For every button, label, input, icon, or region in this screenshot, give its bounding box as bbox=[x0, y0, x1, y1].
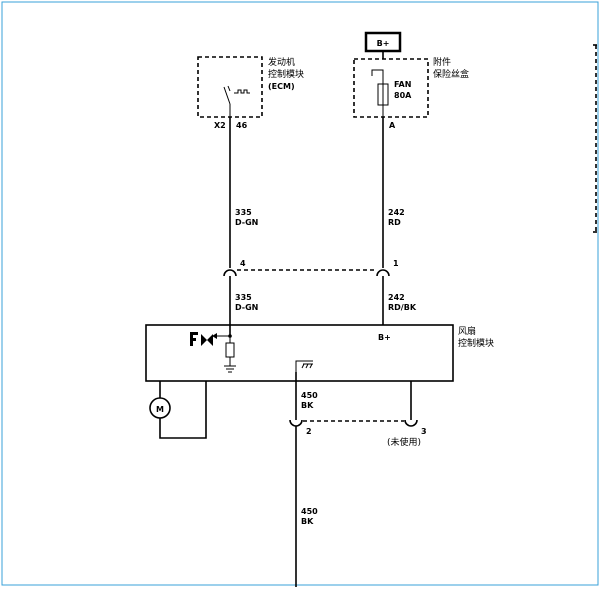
fuse-box-component: B+ FAN 80A 附件 保险丝盒 A bbox=[353, 31, 469, 130]
chassis-ground-line bbox=[295, 360, 313, 372]
fan-module-bplus: B+ bbox=[378, 333, 391, 342]
bus-bar-icon bbox=[371, 69, 384, 84]
upper-connector-pin-left: 4 bbox=[240, 259, 246, 268]
fuse-upper-circuit: 242 bbox=[388, 208, 405, 217]
connector-terminal-left bbox=[223, 269, 237, 277]
ecm-component: 发动机 控制模块 (ECM) X2 46 bbox=[197, 56, 304, 130]
ecm-upper-circuit: 335 bbox=[235, 208, 252, 217]
fan-motor: M bbox=[149, 381, 207, 439]
ecm-name-line3: (ECM) bbox=[268, 82, 295, 91]
fuse-box-name-line2: 保险丝盒 bbox=[433, 68, 469, 80]
lower-terminal-right bbox=[404, 419, 418, 427]
fuse-box-name-line1: 附件 bbox=[433, 56, 451, 68]
motor-return-wire bbox=[159, 381, 207, 439]
ecm-upper-color: D-GN bbox=[235, 218, 258, 227]
signal-arrow-icon bbox=[212, 333, 217, 339]
fan-module-name-line1: 风扇 bbox=[458, 325, 476, 337]
ground-lower-color: BK bbox=[301, 517, 314, 526]
fuse-name: FAN bbox=[394, 80, 411, 89]
ecm-name-line2: 控制模块 bbox=[268, 68, 304, 80]
upper-inline-connector: 4 1 bbox=[223, 259, 399, 277]
internal-ground-icon bbox=[224, 365, 236, 373]
fan-control-module: 风扇 控制模块 B+ bbox=[145, 324, 494, 382]
lower-terminal-left bbox=[289, 419, 303, 427]
ecm-pin: 46 bbox=[236, 121, 248, 130]
ground-lower-circuit: 450 bbox=[301, 507, 318, 516]
upper-connector-pin-right: 1 bbox=[393, 259, 399, 268]
fan-icon bbox=[190, 332, 213, 346]
lower-connector-pin-left: 2 bbox=[306, 427, 312, 436]
fuse-upper-color: RD bbox=[388, 218, 401, 227]
lower-inline-connector: 2 3 (未使用) bbox=[289, 419, 427, 448]
ecm-lower-circuit: 335 bbox=[235, 293, 252, 302]
fuse-box-outline bbox=[353, 58, 429, 118]
ecm-lower-color: D-GN bbox=[235, 303, 258, 312]
battery-supply-label: B+ bbox=[377, 39, 390, 48]
ecm-switch-contact bbox=[227, 85, 231, 92]
pwm-signal-icon bbox=[234, 89, 250, 94]
motor-label: M bbox=[156, 405, 164, 414]
chassis-ground-icon bbox=[301, 363, 313, 369]
ground-upper-circuit: 450 bbox=[301, 391, 318, 400]
fan-module-box bbox=[145, 324, 454, 382]
fuse-lower-color: RD/BK bbox=[388, 303, 417, 312]
fuse-box-pin: A bbox=[389, 121, 396, 130]
unused-note: (未使用) bbox=[387, 436, 421, 448]
fuse-lower-circuit: 242 bbox=[388, 293, 405, 302]
fan-module-name-line2: 控制模块 bbox=[458, 337, 494, 349]
fuse-rating: 80A bbox=[394, 91, 412, 100]
ecm-switch-arm bbox=[223, 86, 231, 105]
connector-terminal-right bbox=[376, 269, 390, 277]
ground-upper-color: BK bbox=[301, 401, 314, 410]
resistor-icon bbox=[225, 342, 235, 358]
ecm-connector-id: X2 bbox=[214, 121, 226, 130]
lower-connector-pin-right: 3 bbox=[421, 427, 427, 436]
ecm-name-line1: 发动机 bbox=[268, 56, 295, 68]
